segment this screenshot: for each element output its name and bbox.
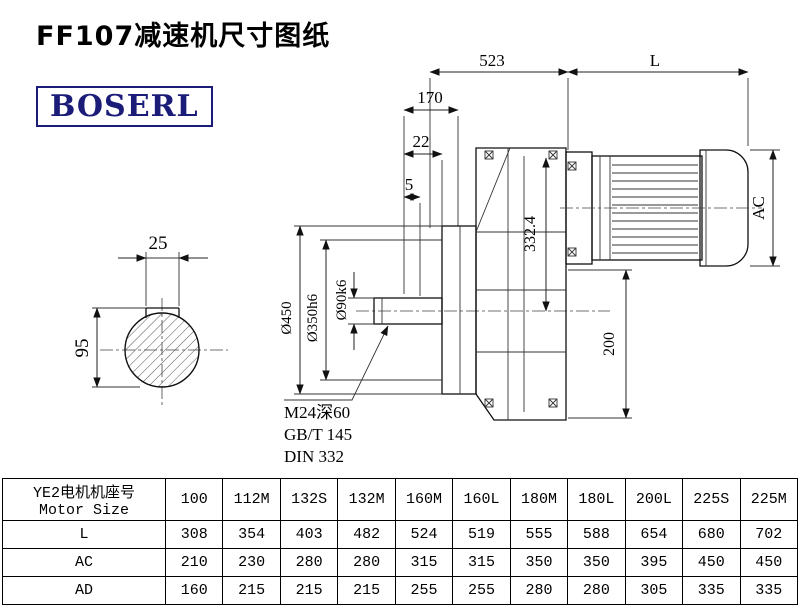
table-cell: 160: [164, 576, 224, 605]
dim-AC: AC: [749, 149, 780, 267]
motor-size-header: YE2电机机座号 Motor Size: [2, 478, 166, 521]
col-header: 100: [164, 478, 224, 521]
dim-L-label: L: [650, 51, 660, 70]
table-cell: 335: [739, 576, 799, 605]
row-label: L: [2, 520, 166, 549]
table-cell: 210: [164, 548, 224, 577]
dim-d350-label: Ø350h6: [305, 293, 321, 342]
table-cell: 280: [279, 548, 339, 577]
motor-outline: [560, 149, 762, 267]
table-row-AD: AD 160 215 215 215 255 255 280 280 305 3…: [2, 576, 799, 605]
brand-logo-text: BOSERL: [50, 89, 199, 124]
table-cell: 280: [509, 576, 569, 605]
fan-cowl: [699, 149, 749, 267]
table-cell: 230: [222, 548, 281, 577]
dim-170-label: 170: [417, 88, 443, 107]
gearbox-outline: [356, 147, 610, 421]
page-title: FF107减速机尺寸图纸: [36, 21, 331, 52]
note-thread: M24深60: [284, 403, 350, 422]
table-header-row: YE2电机机座号 Motor Size 100 112M 132S 132M 1…: [2, 478, 799, 521]
shaft-section-circle: [124, 312, 200, 388]
bolt-symbols: [484, 150, 577, 408]
table-cell: 255: [394, 576, 454, 605]
table-cell: 588: [567, 520, 626, 549]
table-cell: 524: [394, 520, 454, 549]
dim-200-label: 200: [601, 332, 618, 356]
motor-size-header-en: Motor Size: [38, 501, 129, 519]
table-row-AC: AC 210 230 280 280 315 315 350 350 395 4…: [2, 548, 799, 577]
table-cell: 450: [739, 548, 799, 577]
dimension-table: YE2电机机座号 Motor Size 100 112M 132S 132M 1…: [2, 478, 799, 605]
table-cell: 702: [739, 520, 799, 549]
table-cell: 354: [222, 520, 281, 549]
top-dimensions: 523 L 170 22 5: [403, 51, 749, 296]
col-header: 160L: [452, 478, 511, 521]
col-header: 200L: [624, 478, 684, 521]
dim-22-label: 22: [413, 132, 430, 151]
dim-AC-label: AC: [749, 196, 768, 220]
dim-95-label: 95: [72, 339, 93, 358]
col-header: 132S: [279, 478, 339, 521]
table-cell: 654: [624, 520, 684, 549]
shaft-end-view: 25 95: [72, 233, 228, 406]
thread-notes: M24深60 GB/T 145 DIN 332: [284, 325, 389, 466]
table-cell: 350: [509, 548, 569, 577]
table-cell: 680: [682, 520, 741, 549]
col-header: 132M: [337, 478, 396, 521]
table-cell: 450: [682, 548, 741, 577]
motor-size-header-cn: YE2电机机座号: [32, 484, 135, 502]
note-din: DIN 332: [284, 447, 344, 466]
col-header: 180M: [509, 478, 569, 521]
dim-332-4-label: 332.4: [522, 216, 539, 252]
dim-5-label: 5: [405, 175, 414, 194]
dim-200: 200: [568, 269, 632, 419]
motor-fins: [612, 164, 698, 254]
dim-523-label: 523: [479, 51, 505, 70]
dim-25-label: 25: [149, 233, 168, 254]
table-row-L: L 308 354 403 482 524 519 555 588 654 68…: [2, 520, 799, 549]
dim-d90-label: Ø90k6: [334, 279, 350, 320]
note-gbt: GB/T 145: [284, 425, 352, 444]
dimension-drawing: 523 L 170 22 5: [72, 51, 780, 466]
dim-d450-label: Ø450: [279, 301, 295, 334]
table-cell: 482: [337, 520, 396, 549]
col-header: 225S: [682, 478, 741, 521]
col-header: 112M: [222, 478, 281, 521]
table-cell: 305: [624, 576, 684, 605]
table-cell: 403: [279, 520, 339, 549]
table-cell: 350: [567, 548, 626, 577]
table-cell: 280: [337, 548, 396, 577]
col-header: 180L: [567, 478, 626, 521]
table-cell: 335: [682, 576, 741, 605]
row-label: AC: [2, 548, 166, 577]
table-cell: 255: [452, 576, 511, 605]
brand-logo: BOSERL: [36, 86, 213, 127]
row-label: AD: [2, 576, 166, 605]
dim-332-4: 332.4: [522, 157, 550, 312]
table-cell: 315: [394, 548, 454, 577]
table-cell: 308: [164, 520, 224, 549]
diameter-dimensions: Ø450 Ø350h6 Ø90k6: [279, 225, 442, 395]
table-cell: 519: [452, 520, 511, 549]
table-cell: 395: [624, 548, 684, 577]
table-cell: 555: [509, 520, 569, 549]
col-header: 160M: [394, 478, 454, 521]
table-cell: 215: [279, 576, 339, 605]
col-header: 225M: [739, 478, 799, 521]
table-cell: 280: [567, 576, 626, 605]
table-cell: 215: [222, 576, 281, 605]
table-cell: 215: [337, 576, 396, 605]
table-cell: 315: [452, 548, 511, 577]
